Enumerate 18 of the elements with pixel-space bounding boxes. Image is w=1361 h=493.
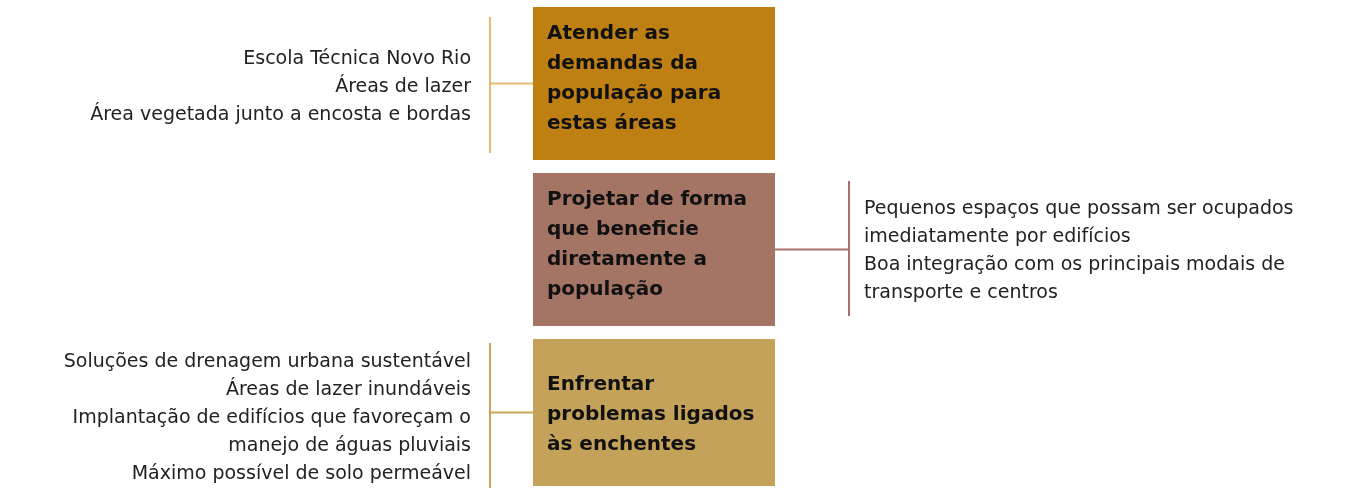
list-item: Soluções de drenagem urbana sustentável — [63, 347, 471, 373]
list-item: Áreas de lazer inundáveis — [225, 375, 471, 401]
process-box — [533, 7, 775, 160]
list-item: Pequenos espaços que possam ser ocupados imediatamente por edifícios — [864, 194, 1294, 248]
list-item: Escola Técnica Novo Rio — [243, 45, 471, 70]
connector-line — [774, 248, 849, 251]
list-item: Área vegetada junto a encosta e bordas — [90, 101, 471, 126]
list-item: Máximo possível de solo permeável — [131, 459, 471, 485]
process-box — [533, 173, 775, 326]
process-box — [533, 339, 775, 486]
connector-line — [490, 82, 534, 85]
list-item: Boa integração com os principais modais de transporte e centros — [864, 250, 1286, 304]
box-label: Projetar de forma que beneficie diretamente a população — [547, 185, 749, 302]
list-item: Implantação de edifícios que favoreçam o manejo de águas pluviais — [71, 403, 471, 457]
box-label: Enfrentar problemas ligados às enchentes — [547, 369, 756, 457]
box-label: Atender as demandas da população para estas áreas — [547, 19, 723, 136]
list-item: Áreas de lazer — [335, 73, 471, 98]
connector-line — [490, 411, 534, 414]
